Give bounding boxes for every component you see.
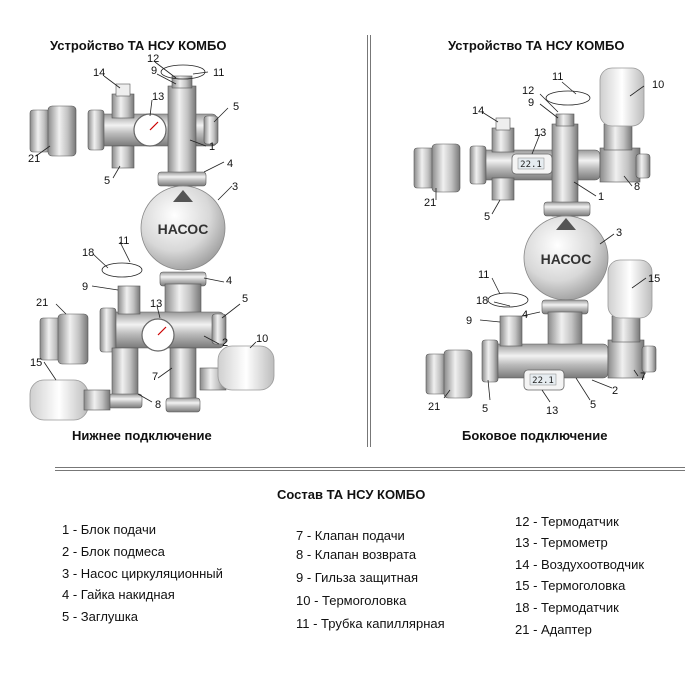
callout-21-r: 21 — [424, 197, 436, 209]
left-diagram: НАСОС — [28, 53, 275, 421]
right-leaders — [435, 81, 647, 403]
pump-3-right: НАСОС — [523, 215, 609, 301]
callout-4: 4 — [227, 158, 233, 170]
callout-7-r: 7 — [640, 371, 646, 383]
legend-item: 1 - Блок подачи — [62, 522, 156, 537]
legend-item: 11 - Трубка капиллярная — [296, 616, 445, 631]
left-leaders — [35, 61, 257, 403]
callout-15: 15 — [30, 357, 42, 369]
callout-11-r: 11 — [552, 71, 563, 83]
callout-9-r: 9 — [528, 97, 534, 109]
callout-11b-r: 11 — [478, 269, 489, 281]
callout-3: 3 — [232, 181, 238, 193]
callout-5c-r: 5 — [590, 399, 596, 411]
legend-item: 18 - Термодатчик — [515, 600, 619, 615]
legend-item: 4 - Гайка накидная — [62, 587, 175, 602]
callout-14: 14 — [93, 67, 105, 79]
right-caption: Боковое подключение — [462, 428, 608, 443]
callout-8: 8 — [155, 399, 161, 411]
lcd-display-lower: 22.1 — [532, 376, 554, 386]
adapter-21-upper — [29, 105, 77, 157]
lcd-display-upper: 22.1 — [520, 160, 542, 170]
pump-label-right: НАСОС — [541, 251, 592, 267]
callout-5: 5 — [233, 101, 239, 113]
callout-2: 2 — [222, 337, 228, 349]
legend-item: 15 - Термоголовка — [515, 578, 626, 593]
legend-item: 21 - Адаптер — [515, 622, 592, 637]
callout-18-r: 18 — [476, 295, 488, 307]
callout-12-r: 12 — [522, 85, 534, 97]
callout-11b: 11 — [118, 235, 129, 247]
adapter-21-lower — [39, 313, 89, 365]
callout-3-r: 3 — [616, 227, 622, 239]
legend-item: 14 - Воздухоотводчик — [515, 557, 645, 572]
callout-5b-r: 5 — [482, 403, 488, 415]
legend-item: 2 - Блок подмеса — [62, 544, 165, 559]
right-title: Устройство ТА НСУ КОМБО — [448, 38, 625, 53]
legend-title: Состав ТА НСУ КОМБО — [277, 487, 426, 502]
legend-item: 5 - Заглушка — [62, 609, 139, 624]
callout-13b: 13 — [150, 298, 162, 310]
supply-block-1-right: 22.1 — [469, 67, 651, 217]
left-title: Устройство ТА НСУ КОМБО — [50, 38, 227, 53]
horizontal-divider — [55, 467, 685, 471]
callout-21b-r: 21 — [428, 401, 440, 413]
right-diagram: 22.1 НАСОС 22.1 — [413, 67, 664, 417]
callout-8-r: 8 — [634, 181, 640, 193]
callout-10-r: 10 — [652, 79, 664, 91]
thermo-head-10 — [199, 345, 275, 391]
callout-5c: 5 — [242, 293, 248, 305]
callout-21: 21 — [28, 153, 40, 165]
callout-13: 13 — [152, 91, 164, 103]
thermo-head-15 — [29, 379, 111, 421]
callout-13-r: 13 — [534, 127, 546, 139]
legend-item: 12 - Термодатчик — [515, 514, 619, 529]
callout-10: 10 — [256, 333, 268, 345]
callout-12: 12 — [147, 53, 159, 65]
callout-4b: 4 — [226, 275, 232, 287]
callout-7: 7 — [152, 371, 158, 383]
callout-9b-r: 9 — [466, 315, 472, 327]
left-callout-numbers: 12 9 11 14 13 5 21 1 4 5 3 18 11 9 21 13… — [28, 53, 268, 411]
mixing-block-2 — [99, 271, 227, 413]
callout-18: 18 — [82, 247, 94, 259]
callout-2-r: 2 — [612, 385, 618, 397]
vertical-divider — [367, 35, 371, 447]
callout-15-r: 15 — [648, 273, 660, 285]
callout-1: 1 — [209, 141, 215, 153]
callout-5b: 5 — [104, 175, 110, 187]
callout-11: 11 — [213, 67, 224, 79]
callout-4-r: 4 — [522, 309, 528, 321]
legend-item: 9 - Гильза защитная — [296, 570, 419, 585]
legend-item: 10 - Термоголовка — [296, 593, 407, 608]
callout-13b-r: 13 — [546, 405, 558, 417]
right-callout-numbers: 11 10 12 9 14 13 1 8 21 5 3 11 15 18 4 9… — [424, 71, 664, 417]
legend-item: 13 - Термометр — [515, 535, 608, 550]
legend-item: 7 - Клапан подачи — [296, 528, 405, 543]
callout-9: 9 — [151, 65, 157, 77]
callout-9b: 9 — [82, 281, 88, 293]
supply-block-1 — [87, 75, 219, 187]
adapter-21-upper-right — [413, 143, 461, 193]
callout-5-r: 5 — [484, 211, 490, 223]
pump-label: НАСОС — [158, 221, 209, 237]
mixing-block-2-right: 22.1 — [481, 259, 657, 391]
callout-21b: 21 — [36, 297, 48, 309]
callout-1-r: 1 — [598, 191, 604, 203]
legend-item: 8 - Клапан возврата — [296, 547, 417, 562]
left-caption: Нижнее подключение — [72, 428, 212, 443]
adapter-21-lower-right — [425, 349, 473, 399]
pump-3: НАСОС — [140, 185, 226, 271]
callout-14-r: 14 — [472, 105, 484, 117]
legend-item: 3 - Насос циркуляционный — [62, 566, 223, 581]
